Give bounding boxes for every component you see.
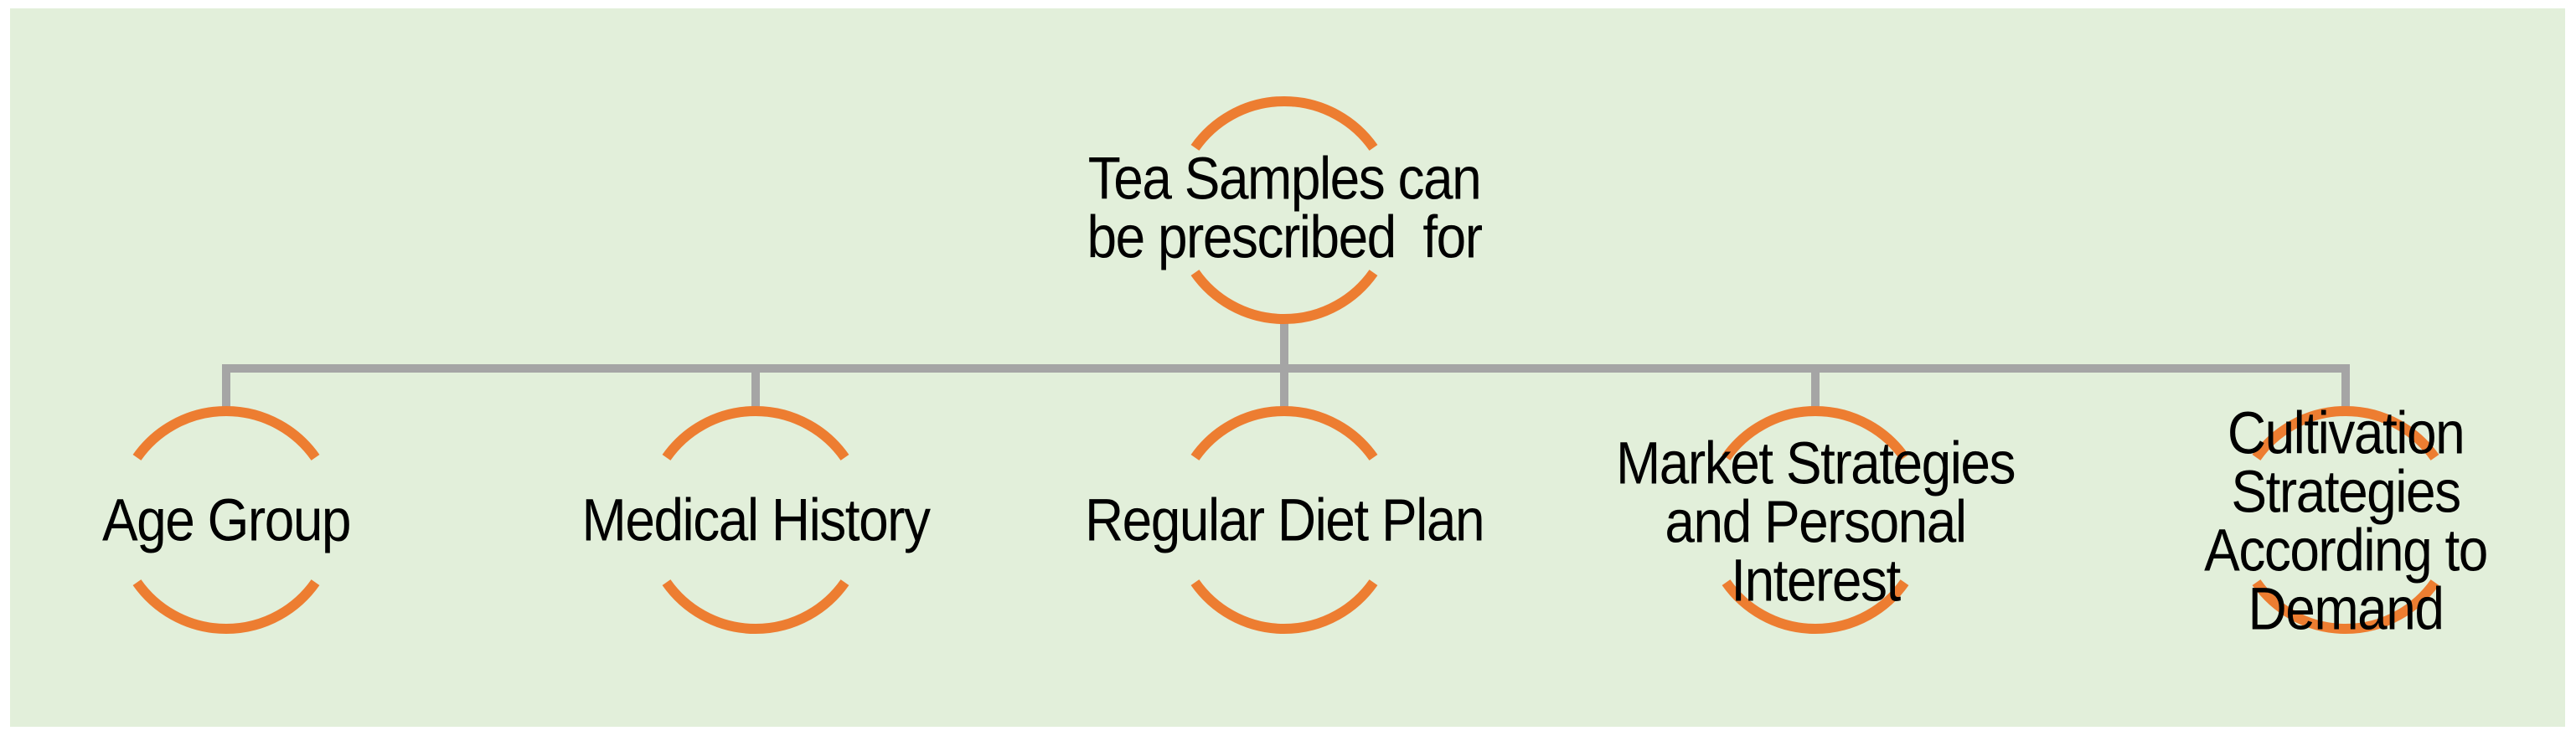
regular-diet-plan-circle-top-arc <box>1190 406 1378 461</box>
node-age-group: Age Group <box>0 486 519 554</box>
cultivation-circle-top-arc <box>2252 406 2439 461</box>
node-label-line: Medical History <box>581 486 931 554</box>
medical-history-circle-bottom-arc <box>662 579 849 634</box>
node-label-line: Age Group <box>101 486 352 554</box>
node-medical-history: Medical History <box>462 486 1049 554</box>
node-root-label-line: be prescribed for <box>1087 203 1483 271</box>
age-group-circle-bottom-arc <box>132 579 320 634</box>
regular-diet-plan-circle-bottom-arc <box>1190 579 1378 634</box>
node-label-line: and Personal <box>1665 487 1967 556</box>
node-market-strategies: Market Strategies and Personal Interest <box>1522 429 2109 615</box>
market-strategies-circle-bottom-arc <box>1722 579 1909 634</box>
node-label-line: Demand <box>2248 574 2444 643</box>
node-label-line: Interest <box>1731 546 1901 615</box>
node-root: Tea Samples can be prescribed for <box>991 144 1577 271</box>
node-label-line: Strategies <box>2231 457 2461 526</box>
node-label-line: Market Strategies <box>1615 429 2016 497</box>
node-label-line: According to <box>2204 516 2488 584</box>
root-circle-top-arc <box>1190 96 1378 151</box>
node-regular-diet-plan: Regular Diet Plan <box>991 486 1577 554</box>
medical-history-circle-top-arc <box>662 406 849 461</box>
node-cultivation-strategies: Cultivation Strategies According to Dema… <box>2052 399 2576 643</box>
age-group-circle-top-arc <box>132 406 320 461</box>
node-root-label-line: Tea Samples can <box>1087 144 1482 213</box>
node-label-line: Regular Diet Plan <box>1084 486 1485 554</box>
cultivation-circle-bottom-arc <box>2252 579 2439 634</box>
root-circle-bottom-arc <box>1190 270 1378 324</box>
node-label-line: Cultivation <box>2227 399 2465 467</box>
market-strategies-circle-top-arc <box>1722 406 1909 461</box>
